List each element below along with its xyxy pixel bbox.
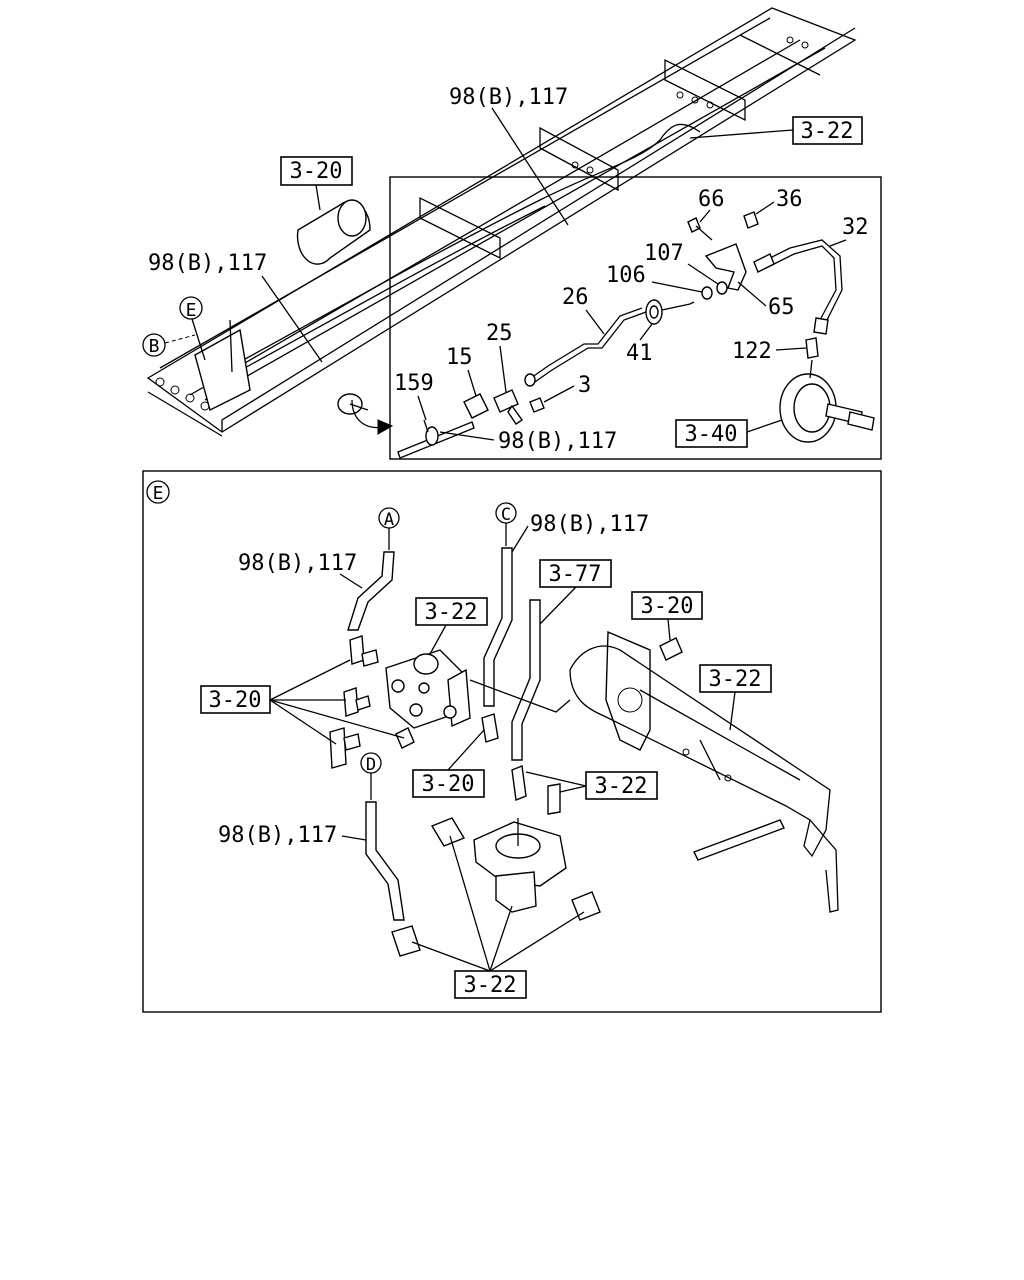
pipe-c [483, 547, 513, 707]
ref-box-3-20-e2: 3-20 [200, 659, 405, 745]
callout-65: 65 [768, 295, 795, 320]
callout-pipe-c: 98(B),117 [530, 512, 649, 537]
mount-bracket [469, 630, 839, 913]
pipe-a [347, 551, 395, 631]
callout-66: 66 [698, 187, 725, 212]
ref-box-3-22-e4: 3-22 [411, 835, 585, 999]
ref-label: 3-20 [641, 594, 694, 619]
ref-box-3-20-top: 3-20 [280, 156, 353, 211]
callout-3: 3 [578, 373, 591, 398]
marker-d: D [360, 752, 382, 800]
ref-box-3-22-e1: 3-22 [415, 597, 488, 655]
callout-pipe-d: 98(B),117 [218, 823, 337, 848]
callout-107: 107 [644, 241, 684, 266]
ref-box-3-20-e3: 3-20 [412, 729, 485, 798]
relay-valve-upper [385, 649, 471, 729]
ref-label: 3-22 [595, 774, 648, 799]
pipe-d [365, 801, 405, 921]
callout-122: 122 [732, 339, 772, 364]
fittings-upper [329, 635, 499, 769]
ref-box-3-22-e3: 3-22 [525, 771, 658, 800]
inset-panel: 159 98(B),117 15 25 3 26 41 106 [389, 176, 882, 460]
ref-label: 3-20 [290, 159, 343, 184]
ref-label: 3-20 [209, 688, 262, 713]
callout-36: 36 [776, 187, 803, 212]
callout-32: 32 [842, 215, 869, 240]
marker-c: C [495, 502, 517, 546]
air-tank [296, 199, 371, 265]
ref-label: C [501, 505, 511, 525]
ref-label: E [153, 483, 164, 504]
ref-box-3-77: 3-77 [539, 559, 612, 625]
bolt [659, 637, 683, 661]
callout-159: 159 [394, 371, 434, 396]
ref-label: 3-40 [685, 422, 738, 447]
leader-pipe-left [261, 275, 323, 363]
callout-25: 25 [486, 321, 513, 346]
ref-label: 3-77 [549, 562, 602, 587]
callout-pipe-inset: 98(B),117 [498, 429, 617, 454]
marker-b: B [142, 333, 196, 357]
relay-valve-lower [391, 765, 601, 957]
marker-b-letter: B [149, 336, 160, 357]
ref-box-3-20-e1: 3-20 [631, 591, 703, 641]
detail-e-panel: E A 98(B),117 C 98(B),117 3-77 [142, 470, 882, 1013]
ref-box-3-22-e2: 3-22 [699, 664, 772, 731]
ref-label: 3-22 [464, 973, 517, 998]
pipe-3-77 [511, 599, 541, 761]
ref-label: D [366, 755, 376, 775]
rail-holes [155, 36, 809, 411]
ref-label: 3-22 [801, 119, 854, 144]
ref-box-3-22-top: 3-22 [689, 116, 863, 145]
callout-15: 15 [446, 345, 473, 370]
marker-a: A [378, 507, 400, 550]
ref-label: 3-22 [709, 667, 762, 692]
ref-box-3-40: 3-40 [675, 419, 783, 448]
leader-pipe-top [491, 107, 569, 226]
ref-label: 3-22 [425, 600, 478, 625]
callout-26: 26 [562, 285, 589, 310]
marker-e-small: E [179, 296, 206, 361]
marker-e-panel: E [146, 480, 170, 504]
callout-106: 106 [606, 263, 646, 288]
marker-e-small-letter: E [186, 300, 197, 321]
ref-label: A [384, 510, 394, 530]
ref-label: 3-20 [422, 772, 475, 797]
callout-pipe-left: 98(B),117 [148, 251, 267, 276]
callout-pipe-top: 98(B),117 [449, 85, 568, 110]
callout-pipe-a: 98(B),117 [238, 551, 357, 576]
callout-41: 41 [626, 341, 653, 366]
